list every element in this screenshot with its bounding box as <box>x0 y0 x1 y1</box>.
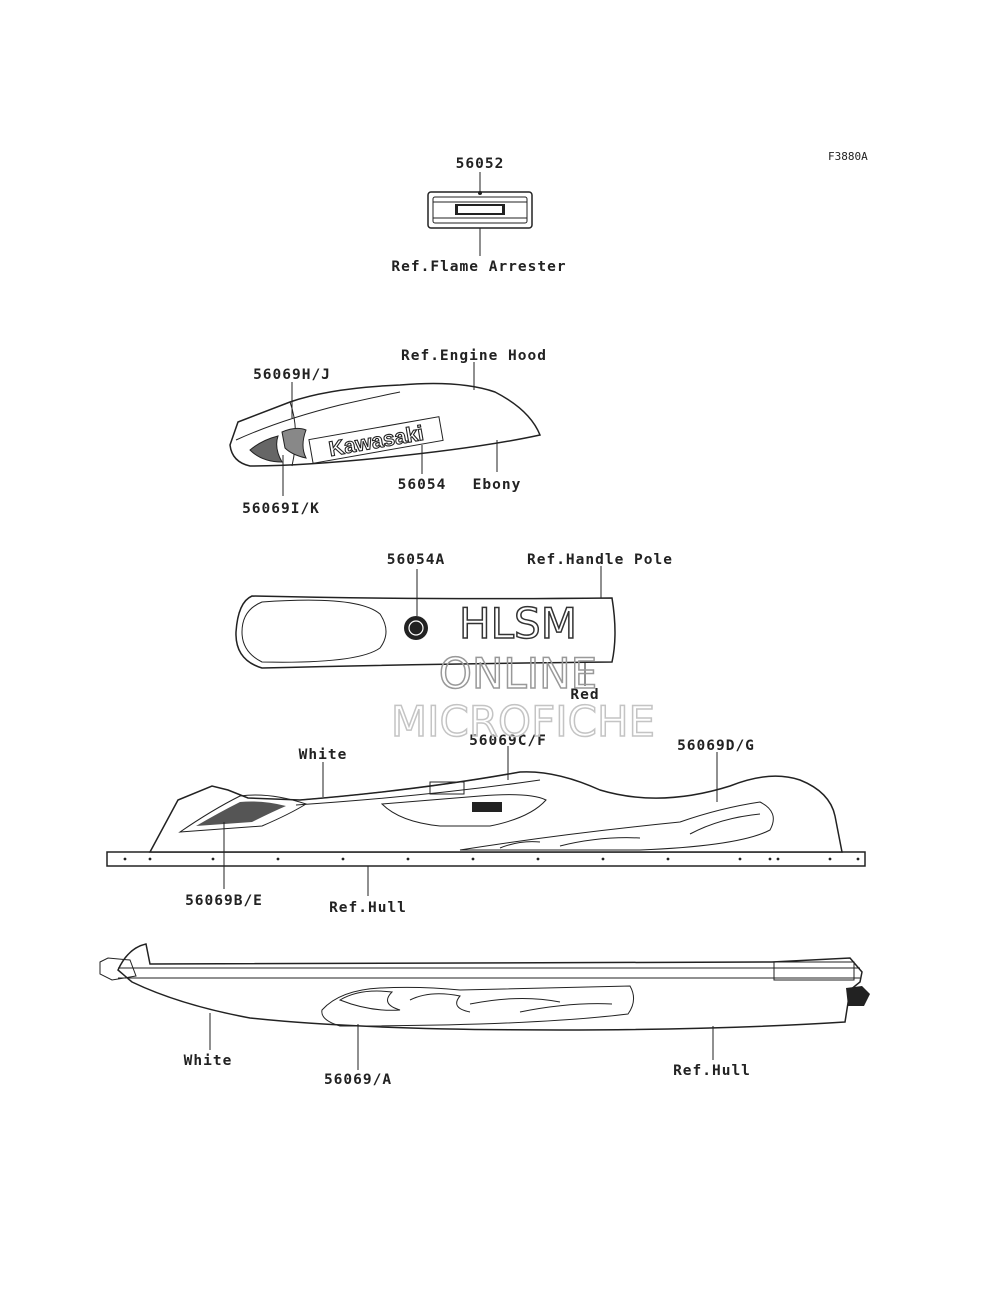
label-56052: 56052 <box>456 156 505 172</box>
label-ref-hull-upper: Ref.Hull <box>329 900 407 916</box>
watermark-line-2: ONLINE <box>439 649 597 698</box>
label-56069a: 56069/A <box>324 1072 392 1088</box>
label-ebony: Ebony <box>473 477 522 493</box>
figure-code: F3880A <box>828 150 868 163</box>
label-56054a: 56054A <box>387 552 445 568</box>
label-ref-engine-hood: Ref.Engine Hood <box>401 348 547 364</box>
label-ref-hull-lower: Ref.Hull <box>673 1063 751 1079</box>
label-56069cf: 56069C/F <box>469 733 547 749</box>
label-56069be: 56069B/E <box>185 893 263 909</box>
label-white-lower: White <box>184 1053 233 1069</box>
label-red: Red <box>570 687 599 703</box>
hull-side <box>106 771 866 867</box>
watermark-line-3: MICROFICHE <box>391 697 655 746</box>
label-56054: 56054 <box>398 477 447 493</box>
engine-hood: Kawasaki <box>229 382 542 467</box>
label-ref-handle-pole: Ref.Handle Pole <box>527 552 673 568</box>
handle-pole <box>235 595 616 669</box>
watermark-line-1: HLSM <box>459 599 577 648</box>
label-56069ik: 56069I/K <box>242 501 320 517</box>
label-56069hj: 56069H/J <box>253 367 331 383</box>
flame-arrester-decal <box>427 191 533 229</box>
label-56069dg: 56069D/G <box>677 738 755 754</box>
watermark: HLSM ONLINE MICROFICHE <box>390 598 656 747</box>
hull-bottom <box>99 943 870 1031</box>
label-white-upper: White <box>299 747 348 763</box>
label-ref-flame-arrester: Ref.Flame Arrester <box>391 259 566 275</box>
